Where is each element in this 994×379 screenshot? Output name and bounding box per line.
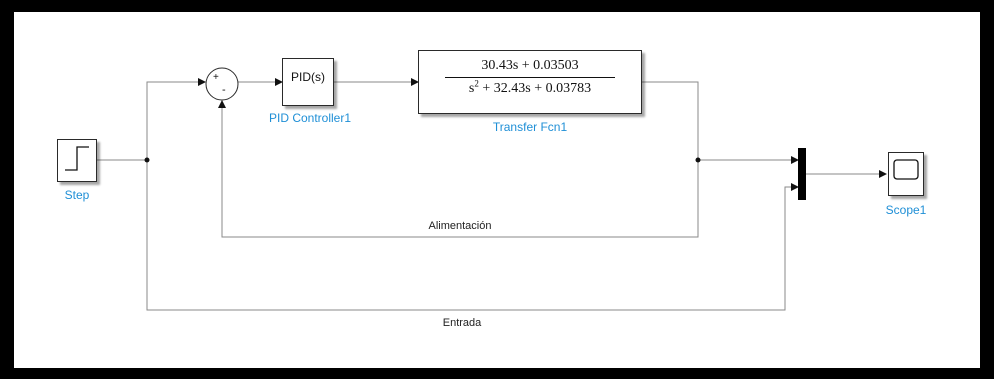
tf-numerator: 30.43s + 0.03503 xyxy=(481,58,579,73)
tf-denominator: s2 + 32.43s + 0.03783 xyxy=(468,78,592,96)
wire-step-to-sum[interactable] xyxy=(146,78,206,160)
wire-alimentacion[interactable] xyxy=(218,100,699,238)
sum-sign-minus: - xyxy=(222,84,226,96)
scope-label: Scope1 xyxy=(885,203,927,217)
sum-block[interactable] xyxy=(205,67,239,101)
scope-screen-icon xyxy=(893,159,919,180)
sum-sign-plus: + xyxy=(213,72,219,83)
mux-bar-icon[interactable] xyxy=(798,148,806,200)
pid-block-text: PID(s) xyxy=(291,70,325,84)
pid-controller-label: PID Controller1 xyxy=(268,111,352,125)
reference-signal-label: Entrada xyxy=(442,317,482,329)
pid-controller-block[interactable]: PID(s) xyxy=(282,58,334,106)
transfer-fcn-label: Transfer Fcn1 xyxy=(492,120,568,134)
step-label: Step xyxy=(64,188,90,202)
branch-point-input xyxy=(144,157,150,163)
wire-entrada[interactable] xyxy=(146,160,799,311)
branch-point-output xyxy=(695,157,701,163)
tf-fraction-bar xyxy=(445,77,615,78)
transfer-fcn-block[interactable]: 30.43s + 0.03503 s2 + 32.43s + 0.03783 xyxy=(418,50,642,114)
wire-tf-out[interactable] xyxy=(642,81,699,160)
step-icon xyxy=(65,146,89,171)
feedback-signal-label: Alimentación xyxy=(428,220,492,232)
